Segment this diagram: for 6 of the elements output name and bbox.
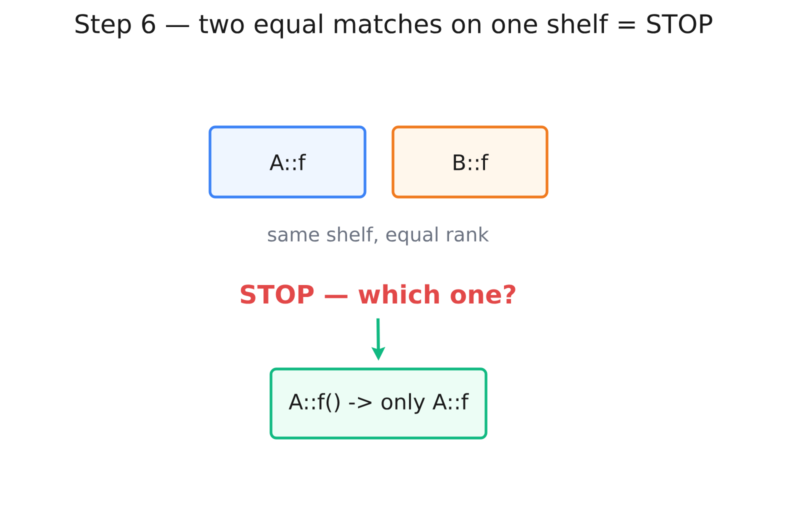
note-text: same shelf, equal rank (268, 226, 489, 246)
title: Step 6 — two equal matches on one shelf = STOP (76, 14, 712, 38)
process-box: B::f (392, 126, 548, 198)
process-box: A::f() -> only A::f (270, 368, 488, 440)
alert-text: STOP — which one? (240, 284, 516, 304)
process-box: A::f (208, 126, 366, 198)
